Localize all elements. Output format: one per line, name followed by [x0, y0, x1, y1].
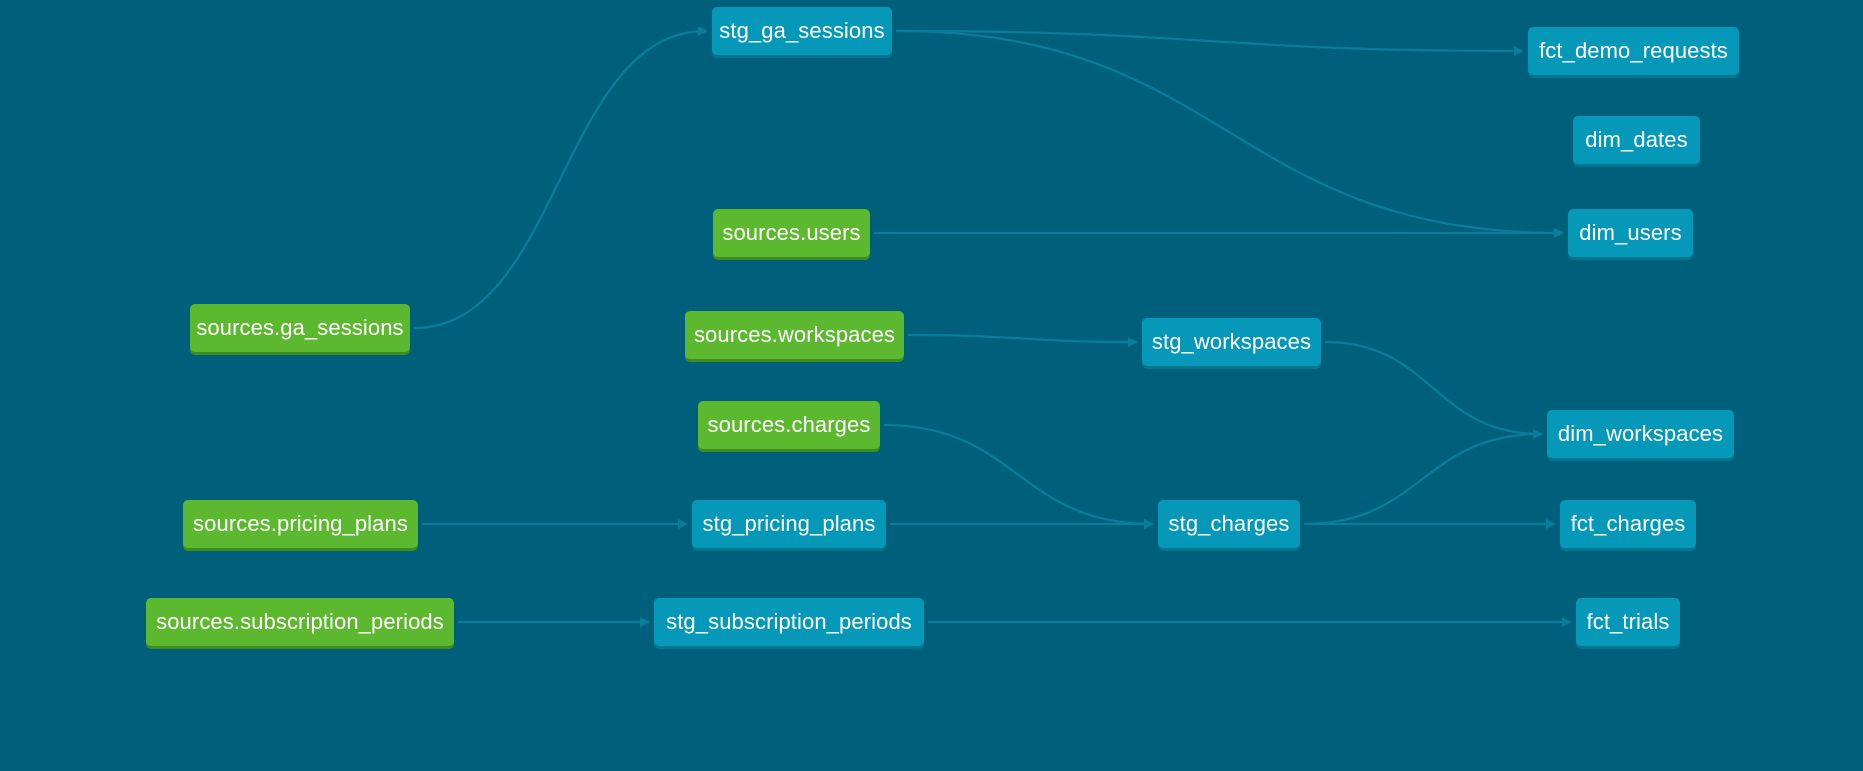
node-fct-charges[interactable]: fct_charges: [1560, 500, 1696, 548]
node-stg-pricing-plans[interactable]: stg_pricing_plans: [692, 500, 886, 548]
edge-arrowhead: [698, 26, 708, 36]
edge-stg_charges-to-dim_workspaces: [1303, 432, 1542, 526]
node-sources-users[interactable]: sources.users: [713, 209, 870, 257]
edge-arrowhead: [1562, 617, 1572, 627]
node-stg-subscription-periods[interactable]: stg_subscription_periods: [654, 598, 924, 646]
node-fct-trials[interactable]: fct_trials: [1576, 598, 1680, 646]
edge-arrowhead: [1546, 519, 1556, 529]
edge-sources_ga_sessions-to-stg_ga_sessions: [413, 29, 707, 330]
node-dim-users[interactable]: dim_users: [1568, 209, 1693, 257]
node-sources-subscription-periods[interactable]: sources.subscription_periods: [146, 598, 454, 646]
node-stg-charges[interactable]: stg_charges: [1158, 500, 1300, 548]
edge-arrowhead: [1144, 519, 1154, 529]
edge-arrowhead: [678, 519, 688, 529]
node-fct-demo-requests[interactable]: fct_demo_requests: [1528, 27, 1739, 75]
node-dim-dates[interactable]: dim_dates: [1573, 116, 1700, 164]
edge-sources_workspaces-to-stg_workspaces: [907, 333, 1137, 344]
node-sources-pricing-plans[interactable]: sources.pricing_plans: [183, 500, 418, 548]
edge-arrowhead: [1554, 228, 1564, 238]
node-sources-charges[interactable]: sources.charges: [698, 401, 880, 449]
edge-stg_ga_sessions-to-fct_demo_requests: [895, 29, 1523, 53]
edge-arrowhead: [1514, 46, 1524, 56]
node-dim-workspaces[interactable]: dim_workspaces: [1547, 410, 1734, 458]
node-sources-workspaces[interactable]: sources.workspaces: [685, 311, 904, 359]
edge-sources_charges-to-stg_charges: [883, 423, 1153, 526]
edge-arrowhead: [1128, 337, 1138, 347]
node-stg-workspaces[interactable]: stg_workspaces: [1142, 318, 1321, 366]
edge-stg_workspaces-to-dim_workspaces: [1324, 340, 1542, 436]
edge-arrowhead: [1533, 429, 1543, 439]
node-stg-ga-sessions[interactable]: stg_ga_sessions: [712, 7, 892, 55]
edge-arrowhead: [640, 617, 650, 627]
node-sources-ga-sessions[interactable]: sources.ga_sessions: [190, 304, 410, 352]
edge-stg_ga_sessions-to-dim_users: [895, 29, 1563, 235]
